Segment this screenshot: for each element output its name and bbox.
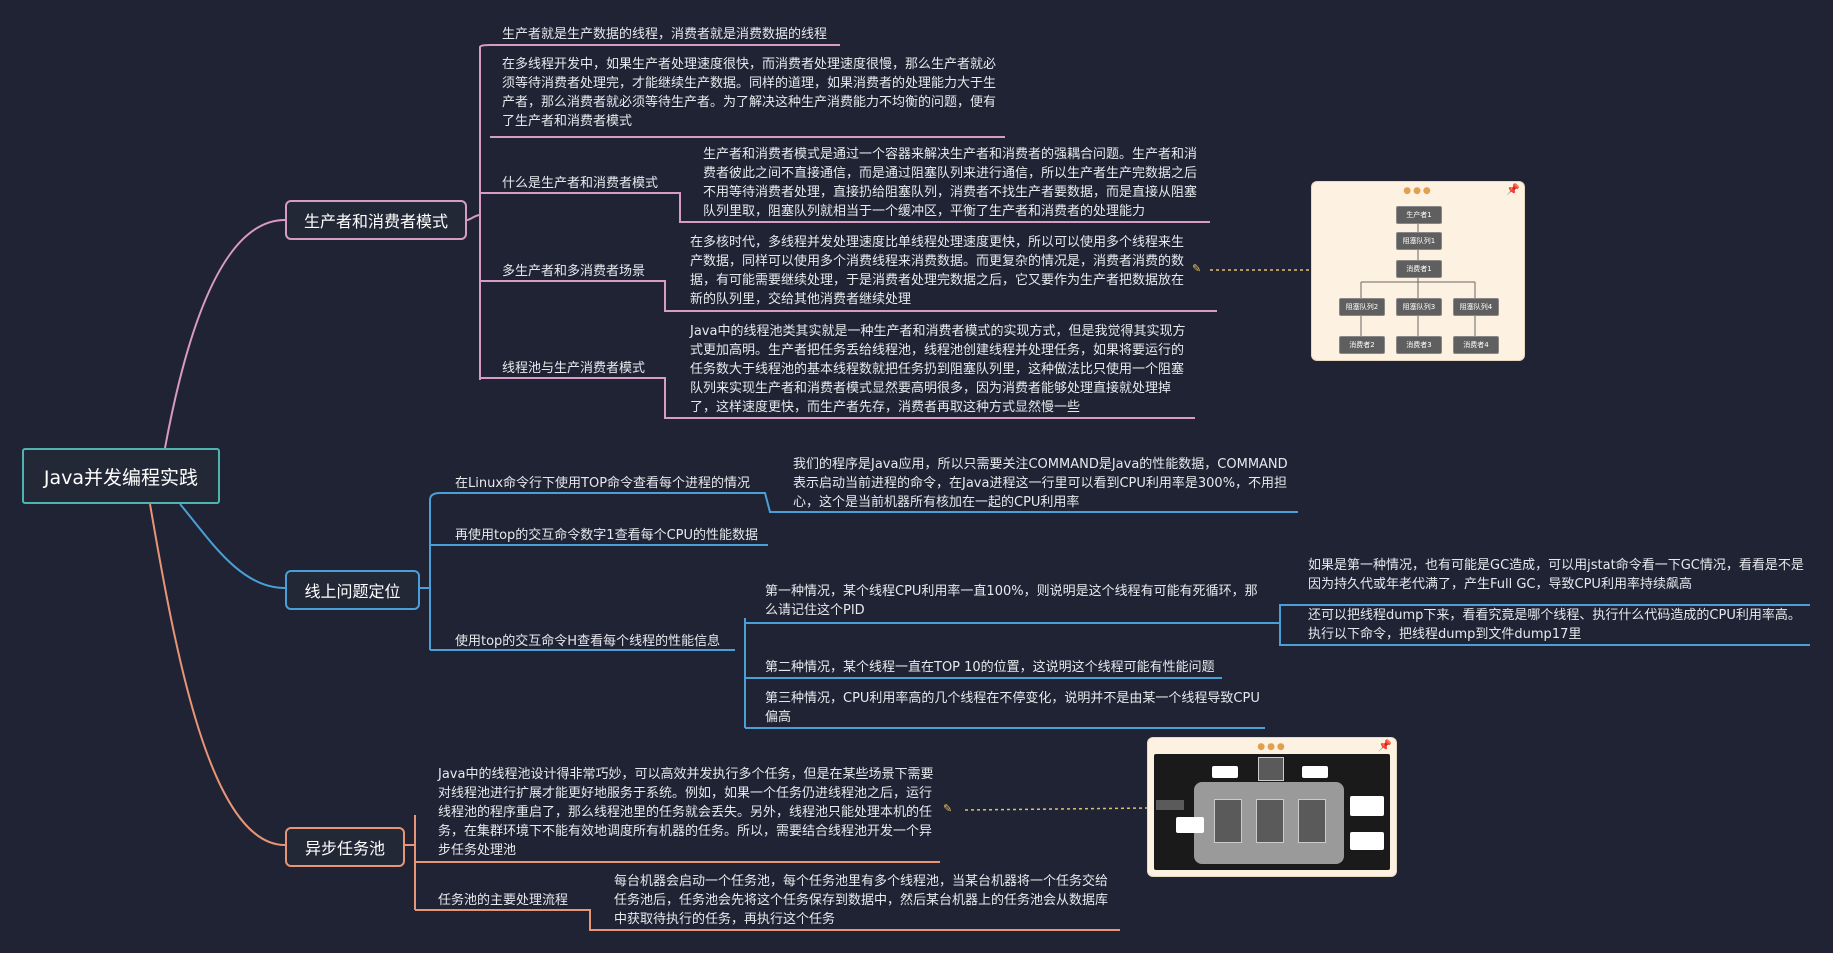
pin-icon[interactable]: 📌 — [1506, 183, 1520, 196]
case-2[interactable]: 第二种情况，某个线程一直在TOP 10的位置，这说明这个线程可能有性能问题 — [765, 660, 1215, 675]
flow-queue-3: 阻塞队列3 — [1396, 298, 1442, 316]
topic-multi-label[interactable]: 多生产者和多消费者场景 — [502, 264, 646, 279]
flow-consumer-1: 消费者1 — [1396, 260, 1442, 278]
topic-pool-label[interactable]: 线程池与生产消费者模式 — [502, 361, 646, 376]
flow-queue-1: 阻塞队列1 — [1396, 232, 1442, 250]
flow-consumer-2: 消费者2 — [1339, 336, 1385, 354]
case-1[interactable]: 第一种情况，某个线程CPU利用率一直100%，则说明是这个线程有可能有死循环，那… — [765, 584, 1258, 618]
task-pool-diagram-image[interactable]: ●●● 📌 — [1148, 738, 1396, 876]
flow-producer: 生产者1 — [1396, 206, 1442, 224]
case-1-gc[interactable]: 如果是第一种情况，也有可能是GC造成，可以用jstat命令看一下GC情况，看看是… — [1308, 558, 1804, 592]
topic-definition[interactable]: 生产者就是生产数据的线程，消费者就是消费数据的线程 — [502, 27, 828, 42]
flow-consumer-3: 消费者3 — [1396, 336, 1442, 354]
flow-queue-4: 阻塞队列4 — [1453, 298, 1499, 316]
topic-thread-command[interactable]: 使用top的交互命令H查看每个线程的性能信息 — [455, 634, 721, 649]
branch-online-troubleshooting[interactable]: 线上问题定位 — [285, 570, 420, 610]
topic-what-label[interactable]: 什么是生产者和消费者模式 — [502, 176, 659, 191]
flow-queue-2: 阻塞队列2 — [1339, 298, 1385, 316]
topic-async-intro[interactable]: Java中的线程池设计得非常巧妙，可以高效并发执行多个任务，但是在某些场景下需要… — [438, 767, 934, 858]
root-topic[interactable]: Java并发编程实践 — [22, 448, 220, 504]
topic-why[interactable]: 在多线程开发中，如果生产者处理速度很快，而消费者处理速度很慢，那么生产者就必须等… — [502, 57, 997, 129]
branch-producer-consumer[interactable]: 生产者和消费者模式 — [285, 200, 467, 240]
branch-async-task-pool[interactable]: 异步任务池 — [285, 827, 405, 867]
topic-flow-text[interactable]: 每台机器会启动一个任务池，每个任务池里有多个线程池，当某台机器将一个任务交给任务… — [614, 874, 1109, 927]
window-dots-icon: ●●● — [1403, 186, 1433, 196]
topic-top-command[interactable]: 在Linux命令行下使用TOP命令查看每个进程的情况 — [455, 476, 751, 491]
task-pool-diagram-body — [1154, 754, 1390, 870]
topic-what-text[interactable]: 生产者和消费者模式是通过一个容器来解决生产者和消费者的强耦合问题。生产者和消费者… — [703, 147, 1198, 219]
topic-pool-text[interactable]: Java中的线程池类其实就是一种生产者和消费者模式的实现方式，但是我觉得其实现方… — [690, 324, 1186, 415]
note-icon[interactable]: ✎ — [1192, 262, 1202, 275]
topic-multi-text[interactable]: 在多核时代，多线程并发处理速度比单线程处理速度更快，所以可以使用多个线程来生产数… — [690, 235, 1185, 307]
case-3[interactable]: 第三种情况，CPU利用率高的几个线程在不停变化，说明并不是由某一个线程导致CPU… — [765, 691, 1260, 725]
case-1-dump[interactable]: 还可以把线程dump下来，看看究竟是哪个线程、执行什么代码造成的CPU利用率高。… — [1308, 608, 1801, 642]
flow-consumer-4: 消费者4 — [1453, 336, 1499, 354]
flow-diagram-image[interactable]: ●●● 📌 生产者1 阻塞队列1 消费者1 阻塞队列2 阻塞队列3 阻塞队列4 … — [1312, 182, 1524, 360]
topic-flow-label[interactable]: 任务池的主要处理流程 — [438, 893, 569, 908]
topic-top-text[interactable]: 我们的程序是Java应用，所以只需要关注COMMAND是Java的性能数据，CO… — [793, 457, 1288, 510]
topic-cpu-command[interactable]: 再使用top的交互命令数字1查看每个CPU的性能数据 — [455, 528, 759, 543]
note-icon-async[interactable]: ✎ — [943, 802, 953, 815]
window-dots-icon-2: ●●● — [1257, 742, 1287, 752]
pin-icon-2[interactable]: 📌 — [1378, 739, 1392, 752]
